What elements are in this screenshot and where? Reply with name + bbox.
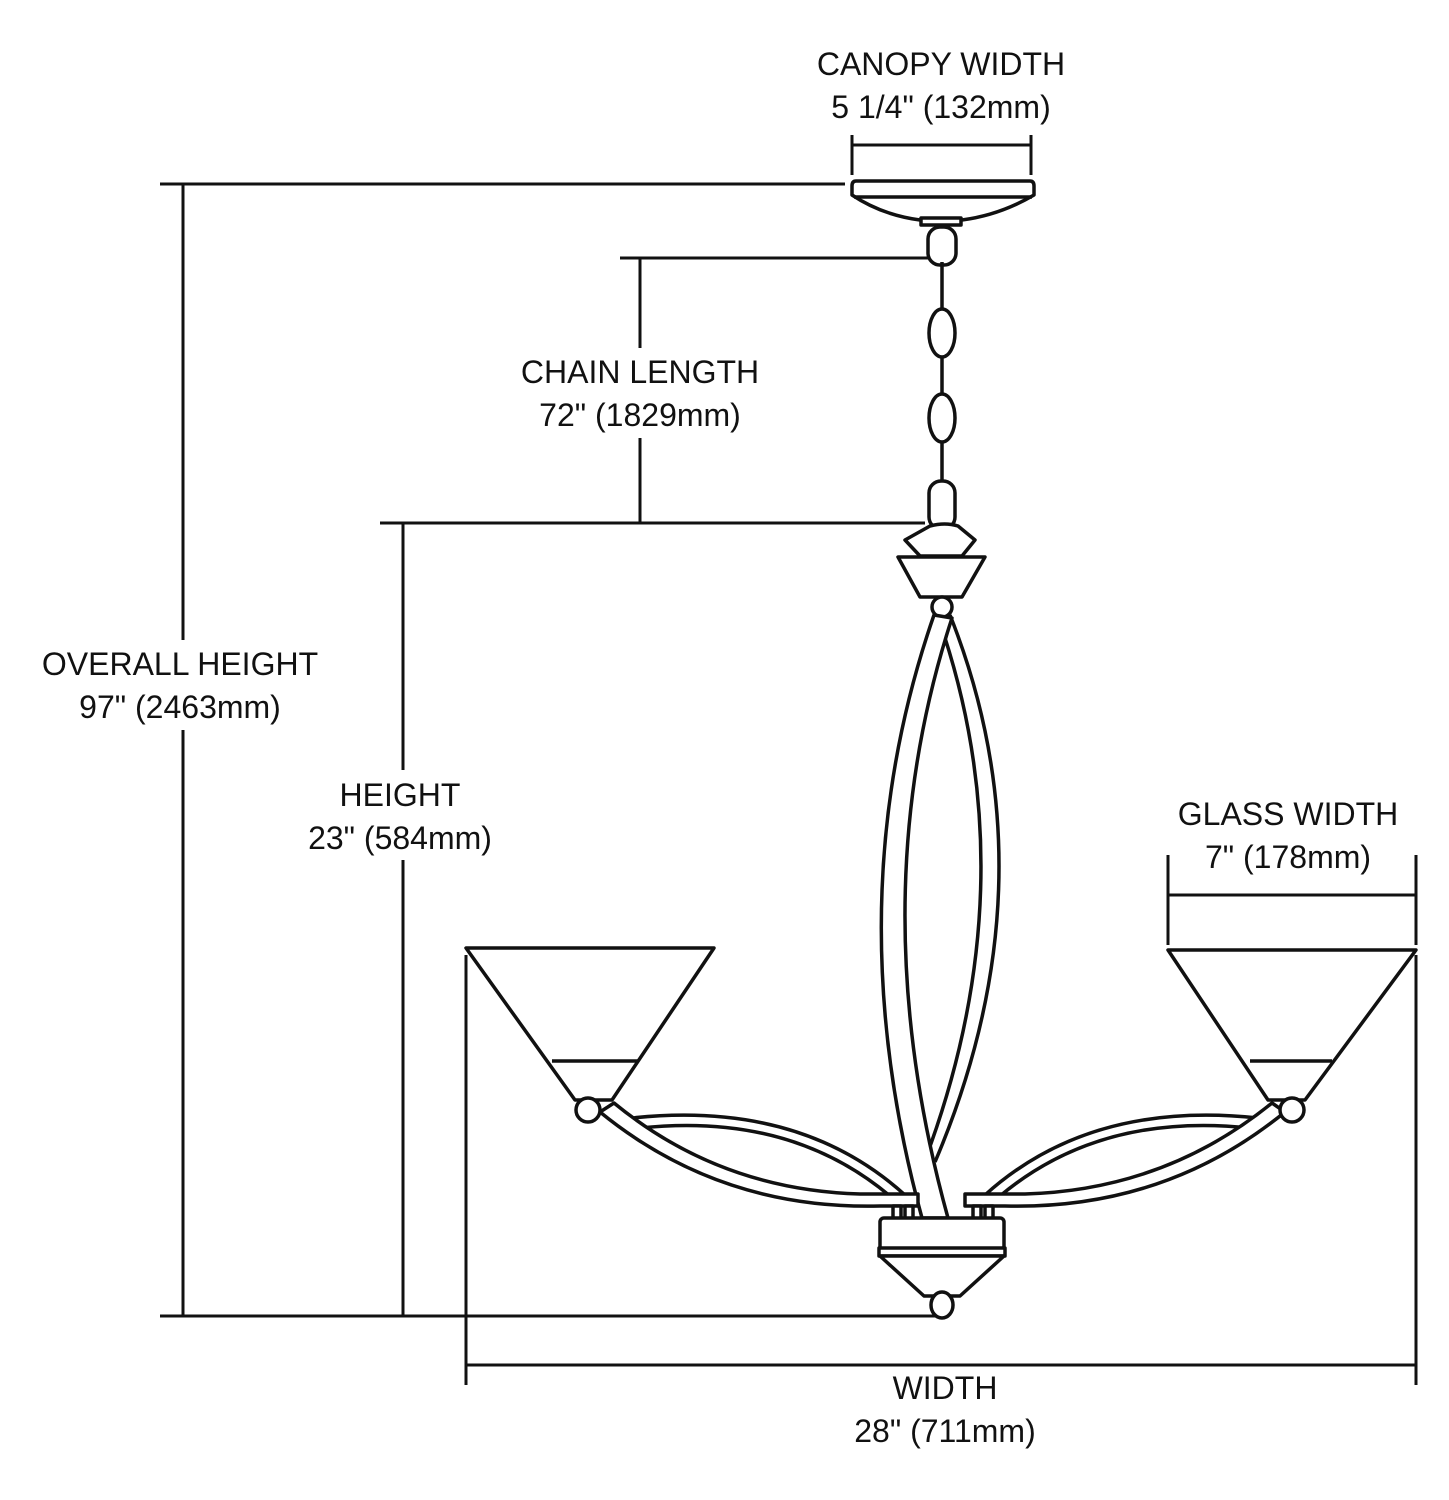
hook-cone <box>896 522 987 619</box>
glass-width-dimension <box>1166 855 1418 945</box>
width-value: 28" (711mm) <box>854 1413 1035 1449</box>
canopy-width-label: CANOPY WIDTH <box>817 46 1065 82</box>
chain-length-dimension <box>380 256 930 525</box>
hub <box>877 1204 1007 1320</box>
center-stem <box>879 613 1001 1220</box>
height-label: HEIGHT <box>340 777 461 813</box>
overall-height-value: 97" (2463mm) <box>79 689 281 725</box>
right-arm <box>963 1101 1287 1208</box>
canopy-width-value: 5 1/4" (132mm) <box>831 89 1050 125</box>
chain <box>926 225 958 531</box>
height-value: 23" (584mm) <box>308 820 492 856</box>
glass-width-value: 7" (178mm) <box>1205 839 1371 875</box>
canopy <box>850 179 1036 227</box>
chandelier-drawing <box>464 179 1418 1320</box>
left-glass-shade <box>464 946 716 1124</box>
width-label: WIDTH <box>893 1370 998 1406</box>
width-dimension <box>464 955 1418 1385</box>
canopy-width-dimension <box>850 135 1033 175</box>
chain-length-label: CHAIN LENGTH <box>521 354 759 390</box>
overall-height-dimension <box>20 182 935 1318</box>
glass-width-label: GLASS WIDTH <box>1178 796 1398 832</box>
left-arm <box>598 1101 920 1208</box>
chain-length-value: 72" (1829mm) <box>539 397 741 433</box>
right-glass-shade <box>1166 948 1418 1124</box>
overall-height-label: OVERALL HEIGHT <box>42 646 318 682</box>
height-dimension <box>295 523 510 1316</box>
